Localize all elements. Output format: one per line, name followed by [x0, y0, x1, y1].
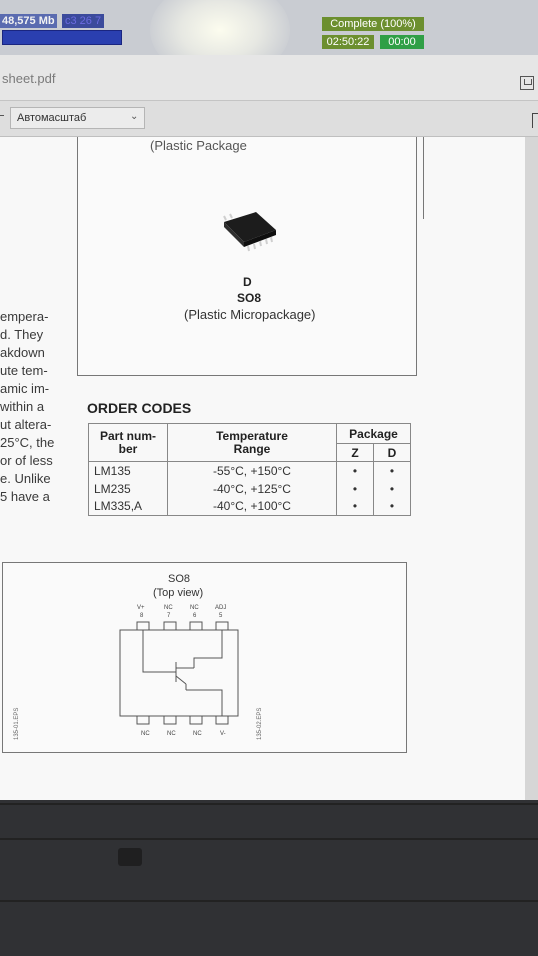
- package-description: (Plastic Micropackage): [184, 307, 316, 322]
- pin-number: 8: [140, 613, 144, 619]
- order-codes-heading: ORDER CODES: [87, 400, 192, 416]
- d-cell: •: [373, 479, 411, 498]
- download-info: c3 26 7: [62, 14, 105, 28]
- table-row: LM135 -55°C, +150°C • •: [88, 461, 411, 480]
- part-cell: LM135: [88, 461, 168, 480]
- zoom-select[interactable]: Автомасштаб ⌄: [10, 107, 145, 129]
- elapsed-time: 02:50:22: [322, 35, 374, 49]
- body-line: 25°C, the: [0, 435, 55, 450]
- sidebar-toggle-icon[interactable]: [532, 113, 538, 128]
- body-line: within a: [0, 399, 45, 414]
- body-line: ut altera-: [0, 417, 52, 432]
- part-cell: LM235: [88, 479, 168, 498]
- d-cell: •: [373, 461, 411, 480]
- package-letter: D: [243, 275, 252, 289]
- zoom-out-icon[interactable]: [0, 115, 4, 116]
- bottom-pin-name: NC: [193, 731, 202, 737]
- zoom-value: Автомасштаб: [17, 112, 87, 124]
- pinout-schematic: [119, 621, 239, 725]
- bezel-seam: [0, 838, 538, 840]
- viewer-toolbar: Автомасштаб ⌄: [0, 101, 538, 137]
- figure-code-right: 135-02.EPS: [257, 707, 263, 740]
- z-cell: •: [336, 479, 374, 498]
- col-header-z: Z: [336, 443, 374, 462]
- col-header-package: Package: [336, 423, 411, 444]
- pinout-title: SO8: [168, 573, 191, 585]
- so8-chip-image: [223, 212, 276, 252]
- order-codes-table: Part num- ber Temperature Range Package …: [88, 423, 411, 516]
- figure-code-left: 135-01.EPS: [14, 707, 20, 740]
- pinout-subtitle: (Top view): [153, 587, 204, 599]
- document-title: sheet.pdf: [2, 71, 56, 86]
- body-line: 5 have a: [0, 489, 50, 504]
- bottom-pin-name: NC: [167, 731, 176, 737]
- download-status: Complete (100%): [322, 17, 424, 31]
- chevron-down-icon: ⌄: [130, 111, 139, 122]
- part-cell: LM335,A: [88, 497, 168, 516]
- z-cell: •: [336, 497, 374, 516]
- d-cell: •: [373, 497, 411, 516]
- body-line: ute tem-: [0, 363, 48, 378]
- col-header-d: D: [373, 443, 411, 462]
- z-cell: •: [336, 461, 374, 480]
- bottom-pin-name: NC: [141, 731, 150, 737]
- table-row: LM335,A -40°C, +100°C • •: [88, 497, 411, 516]
- pin-number: 6: [193, 613, 197, 619]
- body-line: amic im-: [0, 381, 50, 396]
- body-line: empera-: [0, 309, 49, 324]
- pin-name: ADJ: [215, 605, 227, 611]
- download-progress-bar: [2, 30, 122, 45]
- body-line: e. Unlike: [0, 471, 51, 486]
- range-cell: -40°C, +125°C: [167, 479, 337, 498]
- range-cell: -40°C, +100°C: [167, 497, 337, 516]
- pin-name: NC: [164, 605, 173, 611]
- package-figure-edge: [415, 137, 424, 219]
- range-cell: -55°C, +150°C: [167, 461, 337, 480]
- download-icon[interactable]: [520, 76, 534, 90]
- bezel-seam: [0, 900, 538, 902]
- body-line: akdown: [0, 345, 45, 360]
- bottom-pin-name: V-: [220, 731, 226, 737]
- viewer-titlebar: sheet.pdf: [0, 55, 538, 101]
- remaining-time: 00:00: [380, 35, 424, 49]
- pin-number: 7: [167, 613, 171, 619]
- bezel-button: [118, 848, 142, 866]
- col-header-part: Part num- ber: [88, 423, 168, 462]
- pin-name: V+: [137, 605, 145, 611]
- download-size: 48,575 Mb: [0, 14, 57, 28]
- package-top-caption: (Plastic Package: [150, 138, 247, 153]
- body-line: or of less: [0, 453, 53, 468]
- download-status-bar: 48,575 Mb c3 26 7 Complete (100%) 02:50:…: [0, 0, 538, 55]
- pin-name: NC: [190, 605, 199, 611]
- bezel-edge: [0, 803, 538, 805]
- package-name: SO8: [237, 291, 262, 305]
- pin-number: 5: [219, 613, 223, 619]
- col-header-temperature: Temperature Range: [167, 423, 337, 462]
- body-line: d. They: [0, 327, 44, 342]
- laptop-bezel: [0, 800, 538, 956]
- page-gutter: [525, 137, 538, 800]
- monitor-screen: 48,575 Mb c3 26 7 Complete (100%) 02:50:…: [0, 0, 538, 800]
- table-row: LM235 -40°C, +125°C • •: [88, 479, 411, 498]
- package-figure: [77, 137, 417, 376]
